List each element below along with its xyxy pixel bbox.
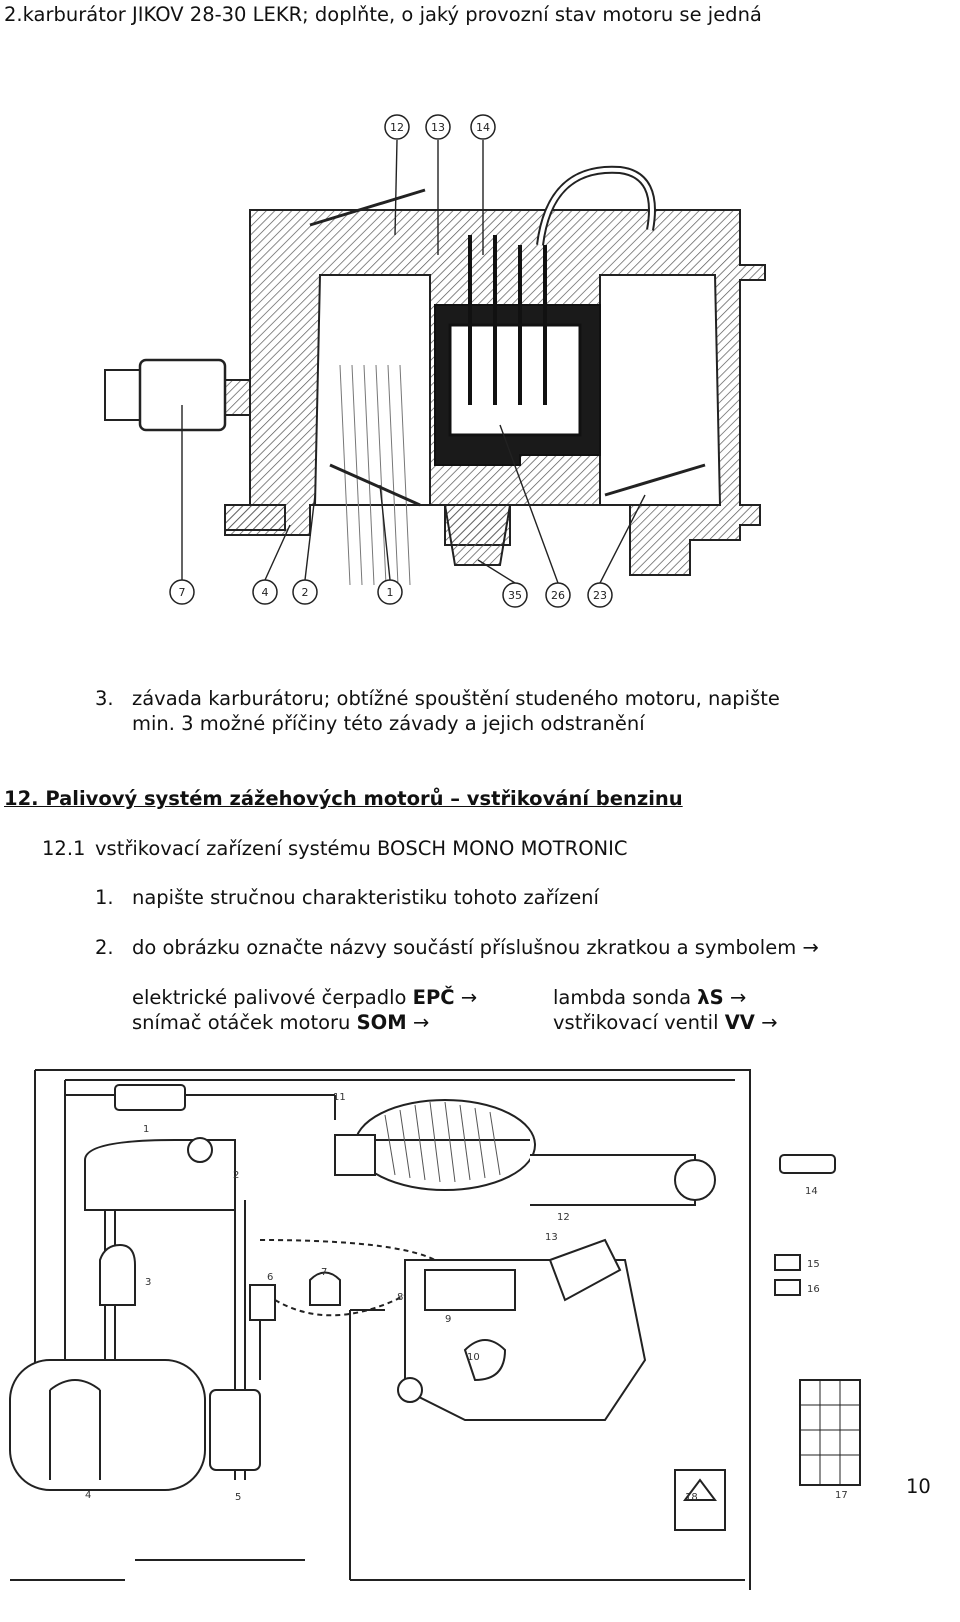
task3-line2: min. 3 možné příčiny této závady a jejic… [132,712,645,735]
label-18: 18 [685,1492,698,1503]
callout-2: 2 [302,586,309,599]
label-4: 4 [85,1490,91,1501]
label-7: 7 [321,1267,327,1278]
legend-vv: vstřikovací ventil VV → [553,1011,778,1034]
arrow-icon: → [412,1011,430,1034]
legend-epc: elektrické palivové čerpadlo EPČ → [132,986,478,1009]
mono-motronic-diagram: 1 2 3 4 5 6 7 8 9 10 11 12 13 14 15 16 1… [9,1069,861,1590]
arrow-icon: → [761,1011,778,1034]
item1-text: napište stručnou charakteristiku tohoto … [132,886,599,909]
label-9: 9 [445,1314,451,1325]
item2-number: 2. [95,936,114,959]
label-2: 2 [233,1170,239,1181]
label-3: 3 [145,1277,151,1288]
task3-number: 3. [95,687,114,710]
label-12: 12 [557,1212,570,1223]
callout-7: 7 [179,586,186,599]
callout-35: 35 [508,589,522,602]
arrow-icon: → [460,986,478,1009]
arrow-icon: → [729,986,747,1009]
callout-1: 1 [387,586,394,599]
label-5: 5 [235,1492,241,1503]
label-13: 13 [545,1232,558,1243]
callout-13: 13 [431,121,445,134]
label-17: 17 [835,1490,848,1501]
subsection-title: vstřikovací zařízení systému BOSCH MONO … [95,837,628,860]
label-16: 16 [807,1284,820,1295]
callout-14: 14 [476,121,490,134]
label-6: 6 [267,1272,273,1283]
item1-number: 1. [95,886,114,909]
callout-4: 4 [262,586,269,599]
carburetor-diagram: 12 13 14 7 4 2 1 35 26 23 [104,114,766,608]
label-1: 1 [143,1124,149,1135]
label-10: 10 [467,1352,480,1363]
label-15: 15 [807,1259,820,1270]
legend-som: snímač otáček motoru SOM → [132,1011,430,1034]
legend-lambda: lambda sonda λS → [553,986,747,1009]
page-number: 10 [906,1475,931,1498]
callout-26: 26 [551,589,565,602]
task3-line1: závada karburátoru; obtížné spouštění st… [132,687,780,710]
item2-text: do obrázku označte názvy součástí příslu… [132,936,819,959]
label-14: 14 [805,1186,818,1197]
subsection-number: 12.1 [42,837,86,860]
label-11: 11 [333,1092,346,1103]
section-heading: 12. Palivový systém zážehových motorů – … [4,787,683,810]
label-8: 8 [397,1292,403,1303]
callout-23: 23 [593,589,607,602]
page-title: 2.karburátor JIKOV 28-30 LEKR; doplňte, … [4,3,762,26]
callout-12: 12 [390,121,404,134]
